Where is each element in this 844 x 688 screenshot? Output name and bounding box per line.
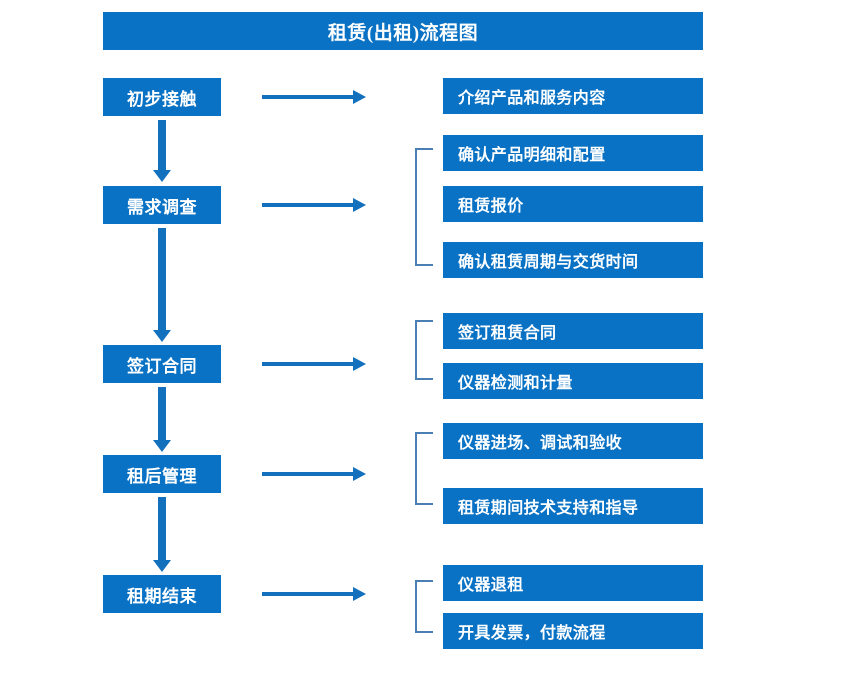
down-arrow-2 <box>153 228 171 342</box>
detail-box-7[interactable]: 仪器进场、调试和验收 <box>443 423 703 459</box>
group-bracket-4 <box>415 432 433 505</box>
stage-box-2[interactable]: 需求调查 <box>103 186 221 224</box>
right-arrow-5 <box>262 587 366 601</box>
group-bracket-3 <box>415 320 433 380</box>
detail-box-4[interactable]: 确认租赁周期与交货时间 <box>443 242 703 278</box>
detail-box-8[interactable]: 租赁期间技术支持和指导 <box>443 488 703 524</box>
right-arrow-1 <box>262 90 366 104</box>
diagram-title: 租赁(出租)流程图 <box>103 12 703 50</box>
detail-box-5[interactable]: 签订租赁合同 <box>443 313 703 349</box>
right-arrow-4 <box>262 467 366 481</box>
down-arrow-4 <box>153 497 171 572</box>
group-bracket-5 <box>415 580 433 633</box>
down-arrow-1 <box>153 120 171 182</box>
right-arrow-2 <box>262 198 366 212</box>
stage-box-3[interactable]: 签订合同 <box>103 345 221 383</box>
stage-box-5[interactable]: 租期结束 <box>103 575 221 613</box>
right-arrow-3 <box>262 357 366 371</box>
down-arrow-3 <box>153 387 171 452</box>
stage-box-1[interactable]: 初步接触 <box>103 78 221 116</box>
detail-box-2[interactable]: 确认产品明细和配置 <box>443 135 703 171</box>
detail-box-1[interactable]: 介绍产品和服务内容 <box>443 78 703 114</box>
detail-box-9[interactable]: 仪器退租 <box>443 565 703 601</box>
detail-box-3[interactable]: 租赁报价 <box>443 186 703 222</box>
detail-box-6[interactable]: 仪器检测和计量 <box>443 363 703 399</box>
stage-box-4[interactable]: 租后管理 <box>103 455 221 493</box>
group-bracket-2 <box>415 148 433 266</box>
detail-box-10[interactable]: 开具发票，付款流程 <box>443 613 703 649</box>
